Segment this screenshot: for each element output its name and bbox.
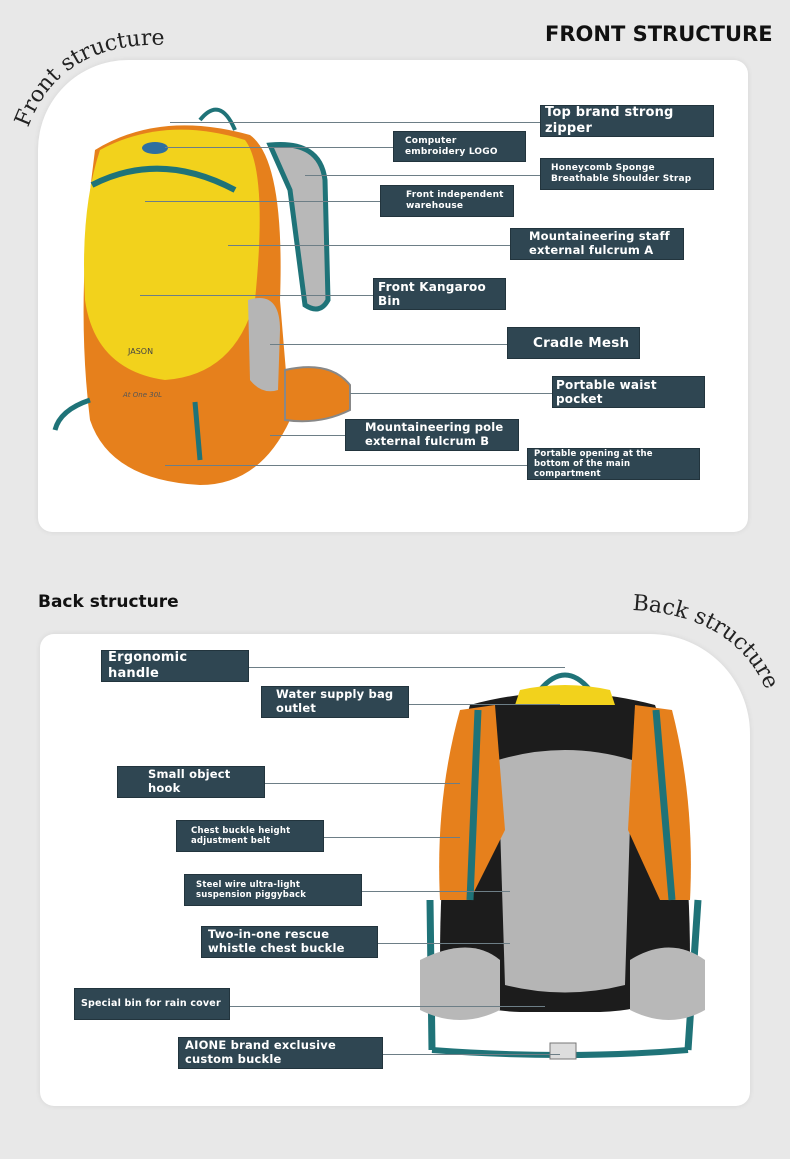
leader-line [265, 783, 460, 784]
leader-line [249, 667, 565, 668]
label-object-hook: Small object hook [117, 766, 265, 798]
leader-line [383, 1054, 560, 1055]
label-chest-belt: Chest buckle height adjustment belt [176, 820, 324, 852]
label-embroidery-logo: Computer embroidery LOGO [393, 131, 526, 162]
label-front-warehouse: Front independent warehouse [380, 185, 514, 217]
label-aione-buckle: AIONE brand exclusive custom buckle [178, 1037, 383, 1069]
label-ergonomic-handle: Ergonomic handle [101, 650, 249, 682]
leader-line [270, 344, 507, 345]
bag-model-text: At One 30L [122, 391, 162, 399]
leader-line [378, 943, 510, 944]
front-backpack-image: JASON At One 30L [52, 107, 351, 485]
label-water-outlet: Water supply bag outlet [261, 686, 409, 718]
leader-line [270, 435, 345, 436]
label-top-zipper: Top brand strong zipper [540, 105, 714, 137]
label-bottom-opening: Portable opening at the bottom of the ma… [527, 448, 700, 480]
leader-line [170, 122, 540, 123]
label-whistle-buckle: Two-in-one rescue whistle chest buckle [201, 926, 378, 958]
bag-logo-text: JASON [127, 347, 153, 356]
label-pole-fulcrum-b: Mountaineering pole external fulcrum B [345, 419, 519, 451]
back-backpack-image [420, 672, 705, 1060]
leader-line [362, 891, 510, 892]
front-curved-title: Front structure [10, 26, 164, 130]
leader-line [324, 837, 460, 838]
leader-line [350, 393, 552, 394]
leader-line [409, 704, 560, 705]
leader-line [145, 201, 380, 202]
back-heading: Back structure [38, 592, 179, 612]
label-cradle-mesh: Cradle Mesh [507, 327, 640, 359]
label-shoulder-strap: Honeycomb Sponge Breathable Shoulder Str… [540, 158, 714, 190]
front-heading: FRONT STRUCTURE [545, 22, 773, 46]
leader-line [165, 465, 527, 466]
leader-line [140, 295, 373, 296]
label-staff-fulcrum-a: Mountaineering staff external fulcrum A [510, 228, 684, 260]
leader-line [305, 175, 540, 176]
label-waist-pocket: Portable waist pocket [552, 376, 705, 408]
label-rain-cover-bin: Special bin for rain cover [74, 988, 230, 1020]
leader-line [230, 1006, 545, 1007]
leader-line [228, 245, 510, 246]
label-kangaroo-bin: Front Kangaroo Bin [373, 278, 506, 310]
leader-line [165, 147, 393, 148]
back-curved-title: Back structure [632, 591, 784, 693]
label-steel-wire: Steel wire ultra-light suspension piggyb… [184, 874, 362, 906]
